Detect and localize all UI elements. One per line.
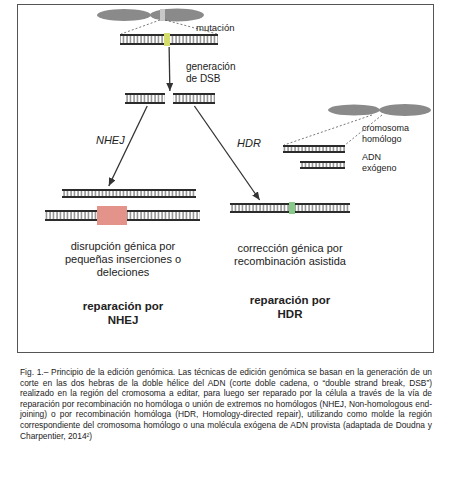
chromosome-arm: [328, 105, 380, 116]
dna-strand: [62, 196, 196, 198]
stage-heading: reparación por NHEJ: [73, 299, 173, 327]
dna-strand: [283, 151, 345, 153]
chromosome-arm: [97, 9, 151, 21]
diagram-stage: disrupción génica por pequeñas insercion…: [42, 186, 204, 228]
zoom-line: [284, 115, 372, 145]
stage-heading: reparación por HDR: [240, 293, 340, 321]
diagram-stage: cromosoma homólogo: [281, 143, 347, 155]
zoom-line: [121, 20, 160, 34]
connector-layer: [109, 47, 260, 200]
process-arrow: [168, 47, 170, 91]
dna-strand: [173, 93, 215, 95]
dna-rungs: [173, 94, 215, 103]
figure-frame: [18, 5, 434, 353]
chromosome-band: [160, 9, 165, 21]
diagram-stage: mutación: [118, 31, 220, 47]
stage-label: corrección génica por recombinación asis…: [218, 242, 362, 268]
diagram-stage: ADN exógeno: [298, 159, 348, 171]
chromosome-arm: [379, 104, 431, 116]
dna-strand: [300, 161, 345, 163]
dna-strand: [62, 189, 196, 191]
diagram-stage: corrección génica por recombinación asis…: [228, 200, 352, 216]
correction-mark: [289, 202, 295, 214]
figure-caption: Fig. 1.– Principio de la edición genómic…: [20, 367, 432, 441]
stage-label: cromosoma homólogo: [362, 123, 424, 145]
pathway-label: NHEJ: [96, 134, 125, 146]
pathway-label: HDR: [237, 137, 261, 149]
chromosome-arm: [150, 9, 204, 22]
dna-strand: [283, 145, 345, 147]
dna-rungs: [62, 190, 196, 197]
dna-strand: [173, 102, 215, 104]
stage-label: ADN exógeno: [362, 152, 404, 174]
process-arrow: [194, 106, 259, 200]
stage-label: mutación: [196, 22, 256, 33]
dna-rungs: [300, 162, 345, 168]
dna-rungs: [125, 94, 165, 103]
dna-strand: [300, 167, 345, 169]
process-arrow: [109, 106, 147, 186]
stage-label: disrupción génica por pequeñas insercion…: [48, 240, 198, 279]
dna-strand: [125, 93, 165, 95]
dna-strand: [125, 102, 165, 104]
mutation-mark: [164, 33, 170, 46]
dna-rungs: [283, 146, 345, 152]
diagram-stage: generación de DSB: [122, 91, 218, 106]
indel-mark: [97, 206, 127, 225]
stage-label: generación de DSB: [186, 61, 248, 85]
